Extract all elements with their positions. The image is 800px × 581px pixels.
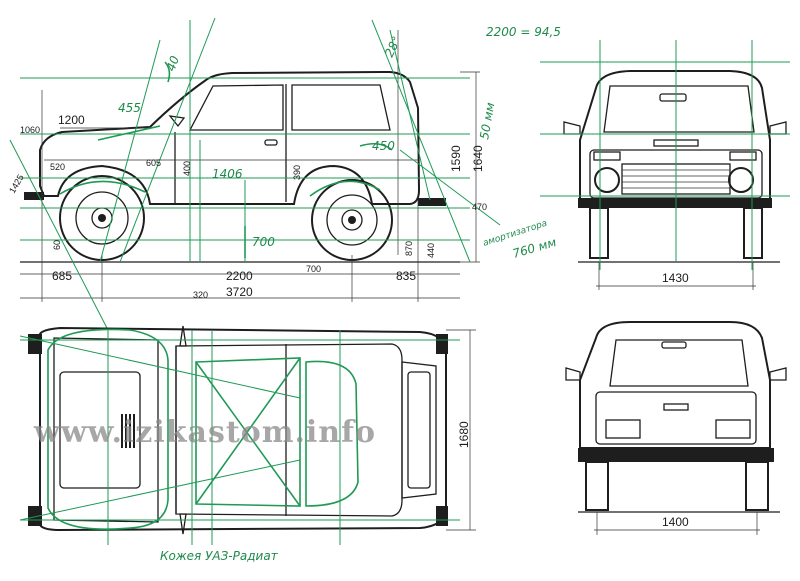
side-rear-bumper [418, 198, 446, 206]
side-dimension-lines [20, 30, 480, 302]
top-construction-lines [19, 328, 460, 545]
dim-1425: 1425 [7, 173, 26, 195]
dim-angle: 28° [382, 34, 404, 59]
dim-height-loaded: 1640 [471, 145, 485, 172]
rear-body-outline [579, 321, 771, 449]
rear-view: 1400 [565, 321, 787, 535]
top-view: 1680 Кожея УАЗ-Радиат [19, 325, 476, 563]
front-body-outline [579, 70, 771, 206]
dim-470: 470 [472, 202, 487, 212]
dim-450: 450 [372, 139, 395, 153]
side-front-window [188, 84, 284, 131]
dim-rear-track: 1400 [662, 515, 689, 529]
front-windshield [603, 85, 755, 133]
note-scale: 2200 = 94,5 [486, 25, 561, 39]
front-headlight-left [594, 167, 620, 193]
dim-440: 440 [426, 243, 436, 258]
rear-window [609, 339, 749, 387]
dim-60: 60 [52, 240, 62, 250]
dim-700b: 700 [306, 264, 321, 274]
dim-length: 3720 [226, 285, 253, 299]
dim-front-track: 1430 [662, 271, 689, 285]
dim-320: 320 [193, 290, 208, 300]
dim-overhang-rear: 835 [396, 269, 416, 283]
front-headlight-right [728, 167, 754, 193]
dim-height: 1590 [449, 145, 463, 172]
dim-400: 400 [182, 161, 192, 176]
dim-top-width: 1680 [457, 421, 471, 448]
front-tire-right [743, 207, 763, 259]
side-rear-window [291, 84, 391, 131]
dim-wheelbase: 2200 [226, 269, 253, 283]
rear-tire-right [745, 461, 769, 511]
rear-mirror-right [769, 367, 787, 381]
dim-605: 605 [146, 158, 161, 168]
top-rear-hatch [401, 361, 437, 499]
front-tire-left [589, 207, 609, 259]
rear-mirror-left [565, 367, 581, 381]
watermark: www.izikastom.info [33, 415, 376, 450]
top-hood-vents [121, 414, 135, 448]
note-50mm: 50 мм [477, 101, 497, 140]
rear-light-right [715, 419, 751, 439]
dim-overhang-front: 685 [52, 269, 72, 283]
rear-tailgate [595, 391, 757, 445]
side-front-wheel [59, 175, 145, 261]
side-view: 685 2200 835 3720 1590 1640 320 1200 140… [7, 17, 561, 331]
dim-40: 40 [164, 54, 183, 73]
front-construction-lines [540, 40, 790, 270]
dim-700: 700 [252, 235, 275, 249]
top-roof [175, 343, 403, 517]
dim-1200: 1200 [58, 113, 85, 127]
note-760mm: 760 мм [511, 235, 558, 261]
dim-1406: 1406 [212, 167, 243, 181]
top-front-bumper-left [28, 334, 42, 354]
dim-455: 455 [118, 101, 141, 115]
top-hood [53, 337, 159, 523]
front-bumper [578, 198, 772, 208]
dim-870: 870 [404, 241, 414, 256]
top-front-bumper-right [28, 506, 42, 526]
rear-tire-left [585, 461, 609, 511]
dim-1060: 1060 [20, 125, 40, 135]
side-front-bumper [24, 192, 44, 200]
front-mirror-left [563, 121, 581, 135]
front-mirror-right [769, 121, 787, 135]
side-body-outline [39, 70, 421, 205]
front-view: 1430 [540, 40, 790, 290]
rear-light-left [605, 419, 641, 439]
side-construction-lines [9, 17, 501, 331]
dim-520: 520 [50, 162, 65, 172]
rear-bumper [578, 448, 774, 462]
dim-390: 390 [292, 165, 302, 180]
side-rear-wheel [311, 179, 393, 261]
note-caption: Кожея УАЗ-Радиат [160, 549, 279, 563]
